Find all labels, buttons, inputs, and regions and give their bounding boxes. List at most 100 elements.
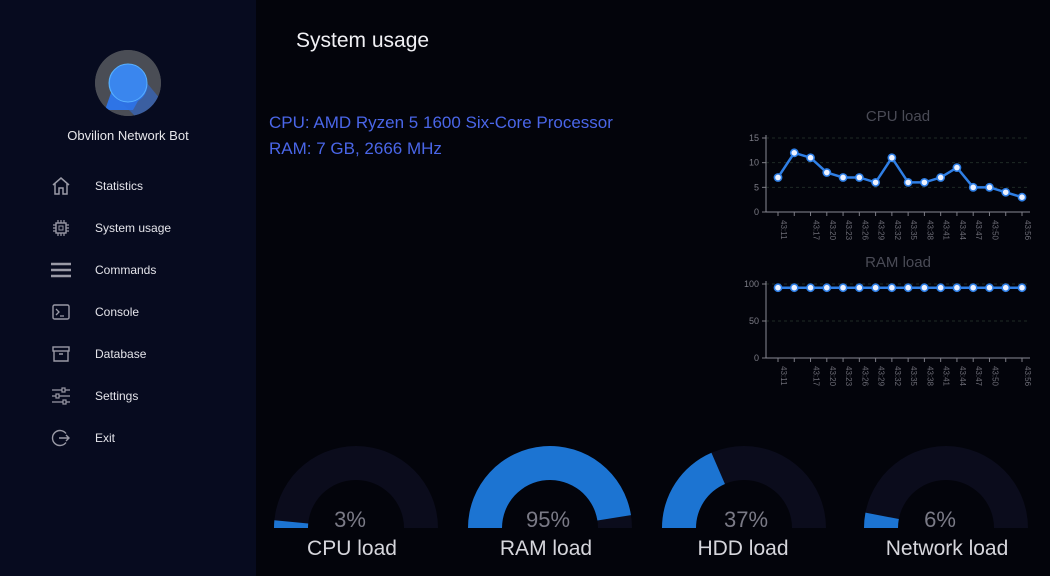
data-point <box>919 283 929 293</box>
data-point <box>1001 283 1011 293</box>
x-tick-label: 43:41 <box>942 366 951 387</box>
data-point <box>936 283 946 293</box>
sidebar-item-system-usage[interactable]: System usage <box>0 210 256 246</box>
sidebar-item-exit[interactable]: Exit <box>0 420 256 456</box>
data-point <box>1001 187 1011 197</box>
y-tick-label: 10 <box>749 158 759 168</box>
x-tick-label: 43:56 <box>1023 366 1032 387</box>
sidebar-item-database[interactable]: Database <box>0 336 256 372</box>
x-tick-label: 43:23 <box>844 220 853 241</box>
x-tick-label: 43:50 <box>990 220 999 241</box>
x-tick-label: 43:11 <box>779 220 788 240</box>
y-tick-label: 15 <box>749 133 759 143</box>
home-icon <box>49 174 73 198</box>
x-tick-label: 43:17 <box>812 220 821 241</box>
terminal-icon <box>49 300 73 324</box>
x-tick-label: 43:20 <box>828 366 837 387</box>
x-tick-label: 43:38 <box>925 366 934 387</box>
archive-box-icon <box>49 342 73 366</box>
gauge-label: RAM load <box>499 537 593 560</box>
x-tick-label: 43:26 <box>860 366 869 387</box>
x-tick-label: 43:44 <box>958 220 967 241</box>
sidebar-item-label: Exit <box>95 431 116 445</box>
data-point <box>822 283 832 293</box>
data-point <box>822 168 832 177</box>
data-point <box>1017 283 1027 293</box>
gauge-track <box>864 446 1028 528</box>
gauge-value: 6% <box>924 507 956 532</box>
data-point <box>773 283 783 293</box>
sidebar-item-label: Database <box>95 347 147 361</box>
gauge-arc <box>274 446 438 528</box>
data-point <box>789 148 799 158</box>
x-tick-label: 43:35 <box>909 220 918 241</box>
series-line <box>776 151 1023 199</box>
x-tick-label: 43:32 <box>893 366 902 387</box>
data-point <box>806 153 815 163</box>
gauge-fill <box>662 452 725 528</box>
data-point <box>903 178 913 187</box>
gauge-label: Network load <box>885 537 1009 560</box>
x-tick-label: 43:41 <box>942 220 951 241</box>
gauge-fill <box>468 446 631 528</box>
x-tick-label: 43:35 <box>909 366 918 387</box>
cpu-chip-icon <box>49 216 73 240</box>
x-tick-label: 43:32 <box>893 220 902 241</box>
data-point <box>838 173 848 182</box>
x-tick-label: 43:23 <box>844 366 853 387</box>
x-tick-label: 43:17 <box>812 366 821 387</box>
y-tick-label: 0 <box>754 207 759 217</box>
sliders-icon <box>49 384 73 408</box>
data-point <box>838 283 848 293</box>
gauge-fill <box>864 512 899 528</box>
bot-name: Obvilion Network Bot <box>67 128 189 143</box>
data-point <box>806 283 815 293</box>
bot-avatar <box>95 50 161 116</box>
sidebar-item-commands[interactable]: Commands <box>0 252 256 288</box>
x-tick-label: 43:20 <box>828 220 837 241</box>
y-tick-label: 50 <box>749 316 759 326</box>
sidebar-item-label: Commands <box>95 263 157 277</box>
x-tick-label: 43:11 <box>779 366 788 386</box>
data-point <box>871 283 880 293</box>
page-title: System usage <box>296 29 430 52</box>
data-point <box>773 173 783 182</box>
x-tick-label: 43:29 <box>877 220 886 241</box>
data-point <box>887 283 897 293</box>
gauge-arc <box>662 446 826 528</box>
y-tick-label: 5 <box>754 182 759 192</box>
data-point <box>985 283 994 293</box>
x-tick-label: 43:26 <box>860 220 869 241</box>
gauge-value: 37% <box>723 507 769 532</box>
x-tick-label: 43:29 <box>877 366 886 387</box>
data-point <box>919 178 929 187</box>
data-point <box>968 182 978 192</box>
data-point <box>854 283 864 293</box>
sidebar-item-settings[interactable]: Settings <box>0 378 256 414</box>
gauge-label: CPU load <box>307 537 397 560</box>
x-tick-label: 43:47 <box>974 366 983 387</box>
y-tick-label: 100 <box>744 279 759 289</box>
sidebar-item-label: Statistics <box>95 179 144 193</box>
data-point <box>903 283 913 293</box>
x-tick-label: 43:44 <box>958 366 967 387</box>
data-point <box>952 163 962 172</box>
sidebar-item-label: Console <box>95 305 140 319</box>
cpu-info-text: CPU: AMD Ryzen 5 1600 Six-Core Processor <box>269 113 613 132</box>
data-point <box>1017 192 1027 202</box>
data-point <box>985 182 994 192</box>
gauge-arc <box>468 446 632 528</box>
gauge-track <box>274 446 438 528</box>
chart-title: RAM load <box>865 254 931 271</box>
sidebar-item-label: System usage <box>95 221 172 235</box>
menu-lines-icon <box>49 258 73 282</box>
sidebar-item-statistics[interactable]: Statistics <box>0 168 256 204</box>
y-tick-label: 0 <box>754 353 759 363</box>
x-tick-label: 43:38 <box>925 220 934 241</box>
gauge-value: 3% <box>334 507 366 532</box>
x-tick-label: 43:50 <box>990 366 999 387</box>
gauge-label: HDD load <box>697 537 789 560</box>
data-point <box>968 283 978 293</box>
sidebar-item-console[interactable]: Console <box>0 294 256 330</box>
